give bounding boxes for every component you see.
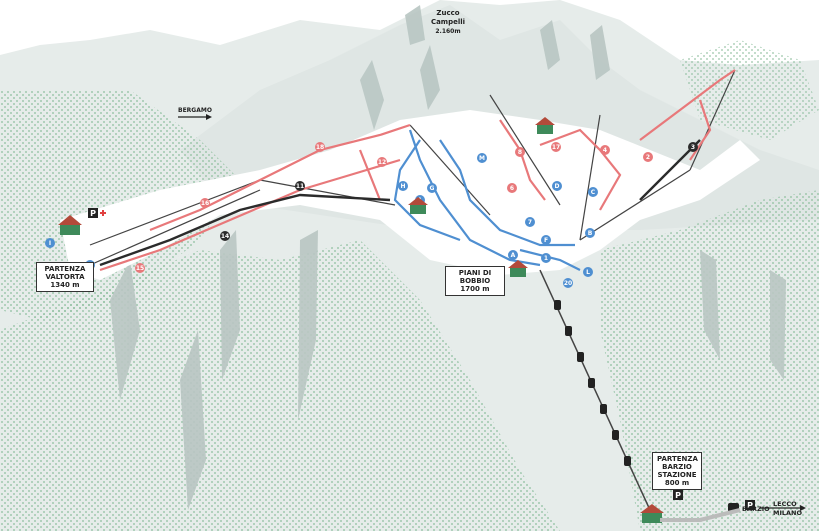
hut-icon xyxy=(535,117,555,134)
svg-text:C: C xyxy=(591,189,596,196)
svg-text:I: I xyxy=(49,240,51,247)
barzio-elevation: 800 m xyxy=(664,479,690,487)
run-badge-red: 18 xyxy=(315,142,325,152)
svg-text:3: 3 xyxy=(691,144,695,151)
lift-badge: F xyxy=(541,235,551,245)
run-badge-black: 14 xyxy=(220,231,230,241)
gondola-cabins xyxy=(554,300,631,466)
chairlift-lines xyxy=(89,69,736,266)
svg-text:17: 17 xyxy=(552,144,560,151)
svg-text:M: M xyxy=(479,155,485,162)
barzio-line2: BARZIO xyxy=(662,463,692,471)
barzio-label: PARTENZA BARZIO STAZIONE 800 m xyxy=(652,452,702,490)
svg-text:A: A xyxy=(511,252,516,259)
svg-text:6: 6 xyxy=(510,185,514,192)
valtorta-line1: PARTENZA xyxy=(44,265,86,273)
run-badge-red: 12 xyxy=(377,157,387,167)
svg-text:15: 15 xyxy=(136,265,144,272)
svg-text:B: B xyxy=(588,230,593,237)
lift-badge: C xyxy=(588,187,598,197)
run-badge-red: 15 xyxy=(135,263,145,273)
lift-badge: I xyxy=(45,238,55,248)
red-runs xyxy=(99,69,736,272)
piani-line1: PIANI DI BOBBIO xyxy=(458,269,492,285)
lift-badge: A xyxy=(508,250,518,260)
valtorta-line2: VALTORTA xyxy=(45,273,85,281)
first-aid-icon xyxy=(100,210,106,216)
run-badge-red: 17 xyxy=(551,142,561,152)
svg-text:P: P xyxy=(747,501,753,510)
run-badge-red: 2 xyxy=(643,152,653,162)
run-badge-blue: 7 xyxy=(525,217,535,227)
piani-label: PIANI DI BOBBIO 1700 m xyxy=(445,266,505,296)
svg-text:1: 1 xyxy=(544,255,548,262)
bergamo-label: BERGAMO xyxy=(178,107,212,114)
peak-name-1: Zucco xyxy=(436,9,459,17)
lift-badge: D xyxy=(552,181,562,191)
bergamo-arrow-icon xyxy=(178,114,212,120)
lift-badge: G xyxy=(427,183,437,193)
lift-badge: M xyxy=(477,153,487,163)
svg-text:F: F xyxy=(544,237,548,244)
run-badge-red: 4 xyxy=(600,145,610,155)
run-badge-red: 16 xyxy=(200,198,210,208)
svg-text:16: 16 xyxy=(201,200,209,207)
run-badge-red: 8 xyxy=(515,147,525,157)
peak-name-2: Campelli xyxy=(431,18,465,26)
hut-icon xyxy=(508,260,528,277)
barzio-line3: STAZIONE xyxy=(657,471,697,479)
lift-badge: L xyxy=(583,267,593,277)
svg-text:H: H xyxy=(400,183,405,190)
run-badge-black: 11 xyxy=(295,181,305,191)
run-badge-red: 6 xyxy=(507,183,517,193)
svg-text:18: 18 xyxy=(316,144,324,151)
svg-text:P: P xyxy=(675,491,681,500)
road-path xyxy=(660,508,741,522)
svg-text:12: 12 xyxy=(378,159,386,166)
svg-text:7: 7 xyxy=(528,219,532,226)
svg-text:L: L xyxy=(586,269,590,276)
svg-text:11: 11 xyxy=(296,183,304,190)
valtorta-label: PARTENZA VALTORTA 1340 m xyxy=(36,262,94,292)
valtorta-elevation: 1340 m xyxy=(50,281,80,289)
svg-text:2: 2 xyxy=(646,154,650,161)
svg-text:20: 20 xyxy=(564,280,572,287)
hut-icon xyxy=(408,197,428,214)
svg-text:D: D xyxy=(555,183,560,190)
hut-icon xyxy=(58,215,82,235)
svg-text:G: G xyxy=(430,185,435,192)
svg-text:8: 8 xyxy=(518,149,522,156)
lift-badge: B xyxy=(585,228,595,238)
run-badge-blue: 20 xyxy=(563,278,573,288)
milano-label: MILANO xyxy=(773,509,803,517)
hut-icon xyxy=(640,504,664,523)
svg-text:P: P xyxy=(90,209,96,218)
rock-streaks xyxy=(110,5,786,510)
lecco-arrow-icon xyxy=(760,505,806,511)
parking-icon: P xyxy=(745,500,755,510)
parking-icon: P xyxy=(88,208,98,218)
svg-text:4: 4 xyxy=(603,147,607,154)
forest-lower xyxy=(0,240,560,531)
blue-runs xyxy=(393,129,581,271)
parking-icon: P xyxy=(673,490,683,500)
run-badges: 18 16 15 12 17 2 4 8 6 1 7 1 20 11 14 3 xyxy=(135,142,698,288)
piani-elevation: 1700 m xyxy=(460,285,490,293)
lecco-label: LECCO xyxy=(773,500,797,508)
barzio-bus-label: BARZIO xyxy=(742,505,770,513)
run-badge-blue: 1 xyxy=(541,253,551,263)
peak-elevation: 2.160m xyxy=(435,28,460,35)
hut-icons xyxy=(58,117,664,523)
run-badge-black: 3 xyxy=(688,142,698,152)
forest-right xyxy=(600,190,819,531)
lift-badge: H xyxy=(398,181,408,191)
svg-text:14: 14 xyxy=(221,233,229,240)
barzio-line1: PARTENZA xyxy=(657,455,698,463)
